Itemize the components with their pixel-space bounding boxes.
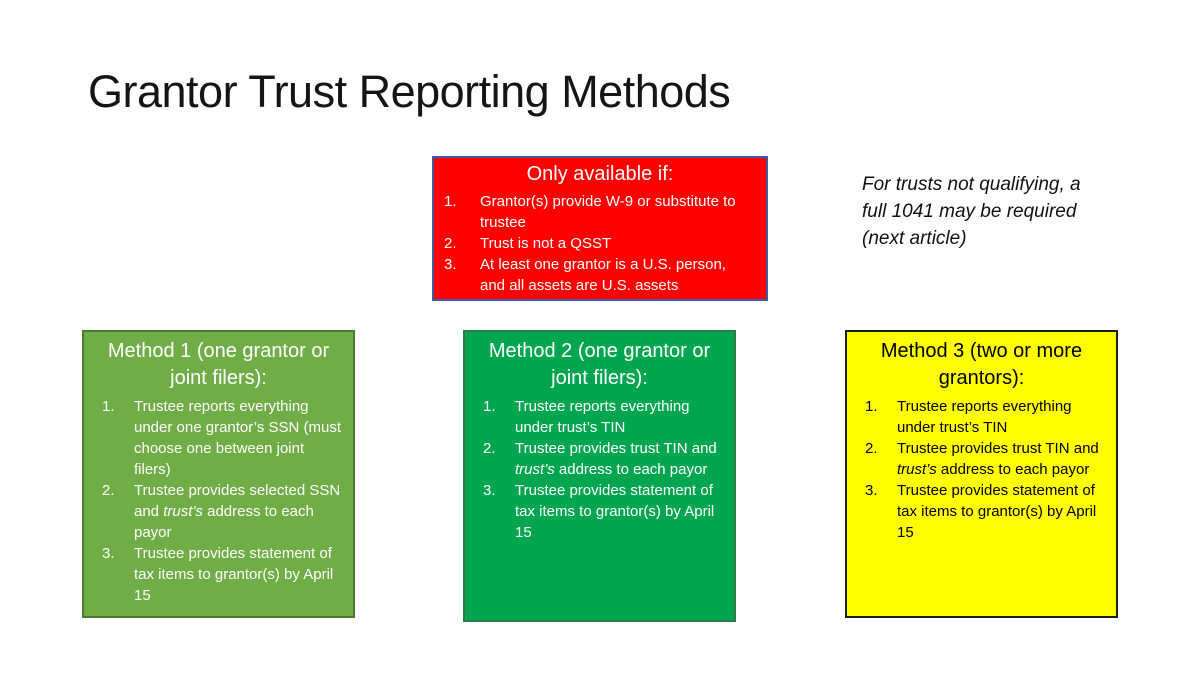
list-item-text: Trust is not a QSST [480,235,612,252]
list-item-number: 2. [483,440,496,457]
list-item-number: 1. [444,193,457,210]
list-item-number: 3. [444,256,457,273]
list-item: 2. Trust is not a QSST [440,233,760,254]
list-item-number: 1. [483,398,496,415]
list-item-number: 3. [102,545,115,562]
list-item-number: 2. [102,482,115,499]
list-item-number: 3. [865,482,878,499]
condition-box-heading: Only available if: [526,163,674,185]
list-item-number: 1. [865,398,878,415]
page-title: Grantor Trust Reporting Methods [88,66,731,117]
condition-list: 1. Grantor(s) provide W-9 or substitute t… [440,191,760,296]
list-item-number: 3. [483,482,496,499]
list-item: 1. Grantor(s) provide W-9 or substitute t… [440,191,760,233]
list-item: 3. At least one grantor is a U.S. person,… [440,254,760,296]
list-item-number: 2. [444,235,457,252]
list-item-text: At least one grantor is a U.S. person,an… [480,256,726,294]
list-item-number: 2. [865,440,878,457]
condition-box: Only available if: 1. Grantor(s) provide … [432,156,768,301]
list-item-number: 1. [102,398,115,415]
